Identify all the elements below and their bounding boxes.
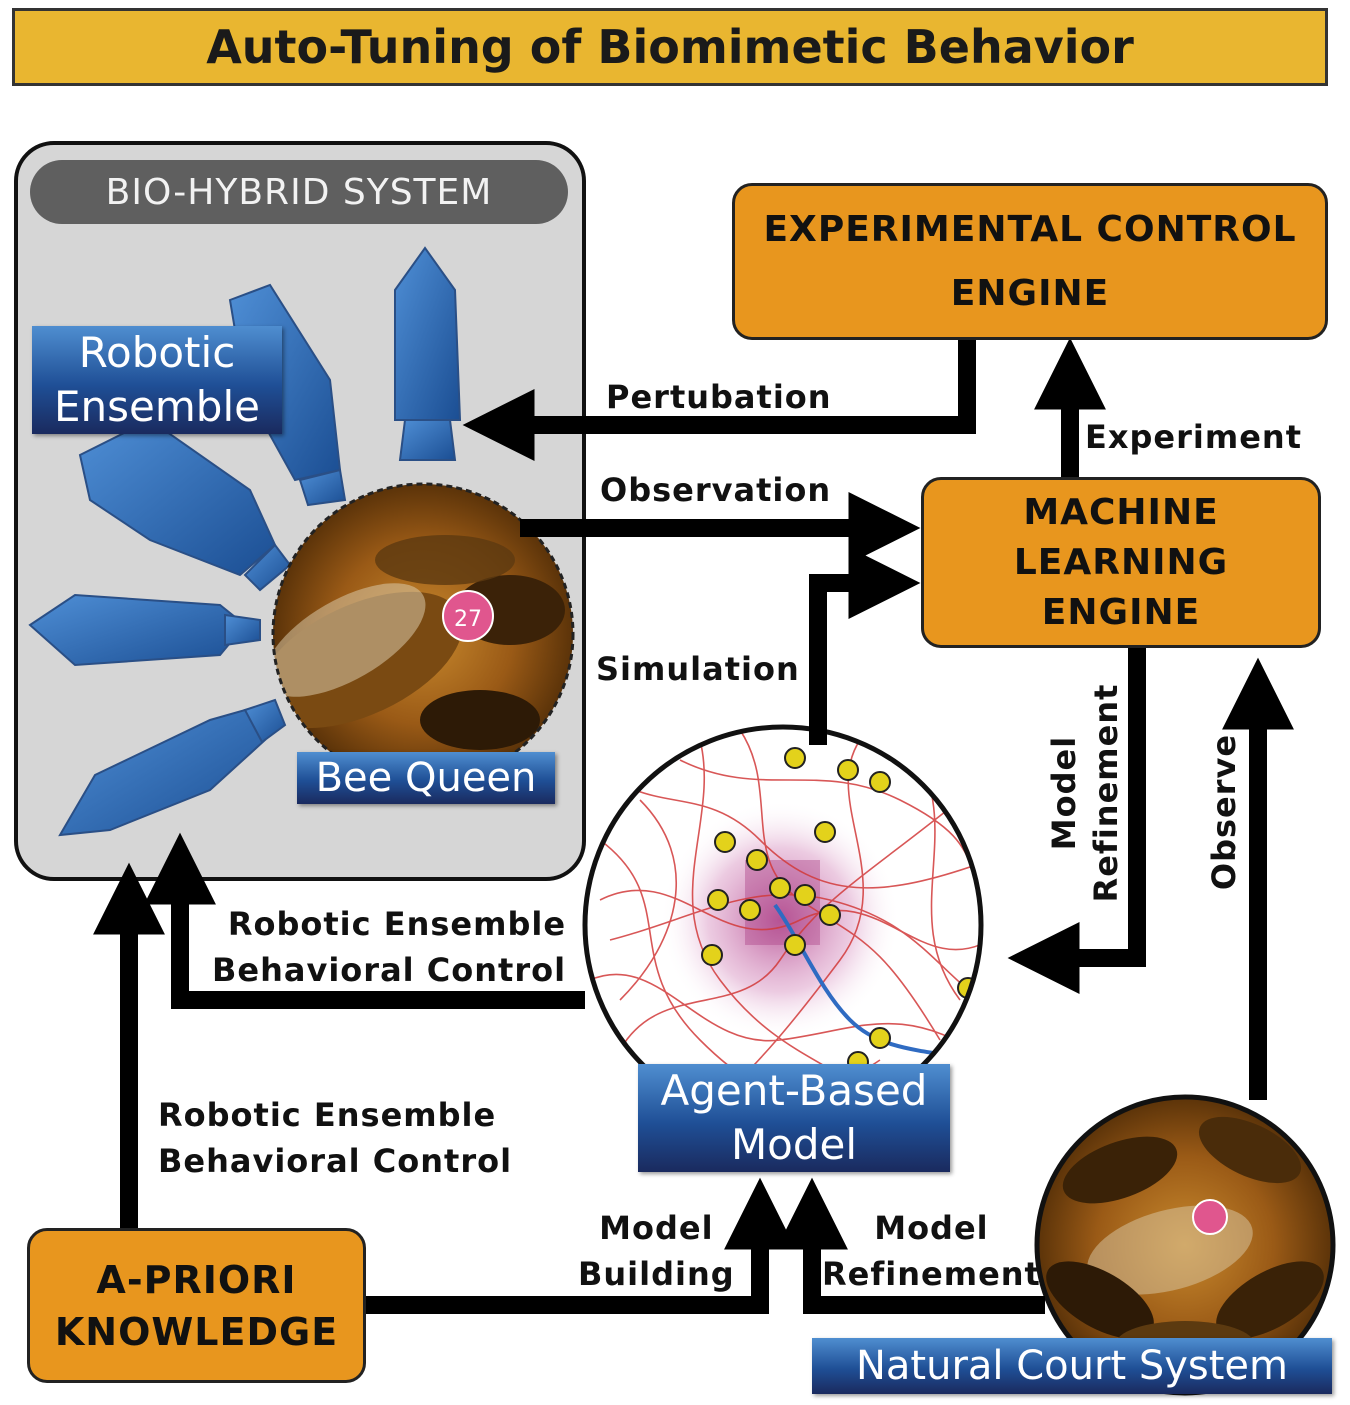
robot-bee-icon — [58, 698, 287, 837]
robot-bee-icon — [394, 246, 462, 461]
robot-bee-icon — [28, 593, 261, 667]
simulation-label: Simulation — [596, 650, 800, 688]
robot-bee-icon — [78, 418, 292, 592]
diagram-title: Auto-Tuning of Biomimetic Behavior — [12, 8, 1328, 86]
pertubation-label: Pertubation — [606, 378, 832, 416]
simulation-trajectory-plot — [582, 724, 984, 1126]
simulation-arrow — [809, 547, 921, 745]
a-priori-knowledge-box: A-PRIORI KNOWLEDGE — [27, 1228, 366, 1383]
model-building-arrow — [366, 1177, 796, 1314]
bee-queen-photo: 27 — [271, 482, 575, 786]
pertubation-arrow — [462, 340, 976, 461]
behavioral-control-arrow-upper — [144, 832, 585, 1009]
model-refinement-vertical-label: Model Refinement — [1045, 683, 1125, 903]
experiment-label: Experiment — [1085, 418, 1302, 456]
behavioral-control-upper-label: Robotic Ensemble Behavioral Control — [212, 905, 567, 989]
robotic-ensemble-label: Robotic Ensemble — [32, 326, 282, 434]
bee-queen-label: Bee Queen — [297, 752, 555, 804]
observation-label: Observation — [600, 471, 832, 509]
agent-based-model-label: Agent-Based Model — [638, 1064, 950, 1172]
behavioral-control-lower-label: Robotic Ensemble Behavioral Control — [158, 1096, 513, 1180]
diagram-title-text: Auto-Tuning of Biomimetic Behavior — [206, 20, 1134, 74]
model-refinement-arrow — [1007, 648, 1146, 994]
machine-learning-engine-box: MACHINE LEARNING ENGINE — [921, 477, 1321, 648]
model-building-label: Model Building — [578, 1209, 735, 1293]
machine-learning-engine-label: MACHINE LEARNING ENGINE — [1013, 491, 1229, 633]
connector-arrows — [93, 337, 1294, 1314]
svg-text:27: 27 — [454, 607, 482, 632]
a-priori-knowledge-label: A-PRIORI KNOWLEDGE — [54, 1257, 339, 1354]
bio-hybrid-system-title: BIO-HYBRID SYSTEM — [30, 160, 568, 224]
experimental-control-engine-box: EXPERIMENTAL CONTROL ENGINE — [732, 183, 1328, 340]
model-refinement-bottom-arrow — [776, 1177, 1045, 1314]
natural-court-system-label: Natural Court System — [812, 1338, 1332, 1394]
observe-label: Observe — [1205, 733, 1243, 891]
model-refinement-bottom-label: Model Refinement — [822, 1209, 1041, 1293]
experimental-control-engine-label: EXPERIMENTAL CONTROL ENGINE — [763, 208, 1297, 314]
